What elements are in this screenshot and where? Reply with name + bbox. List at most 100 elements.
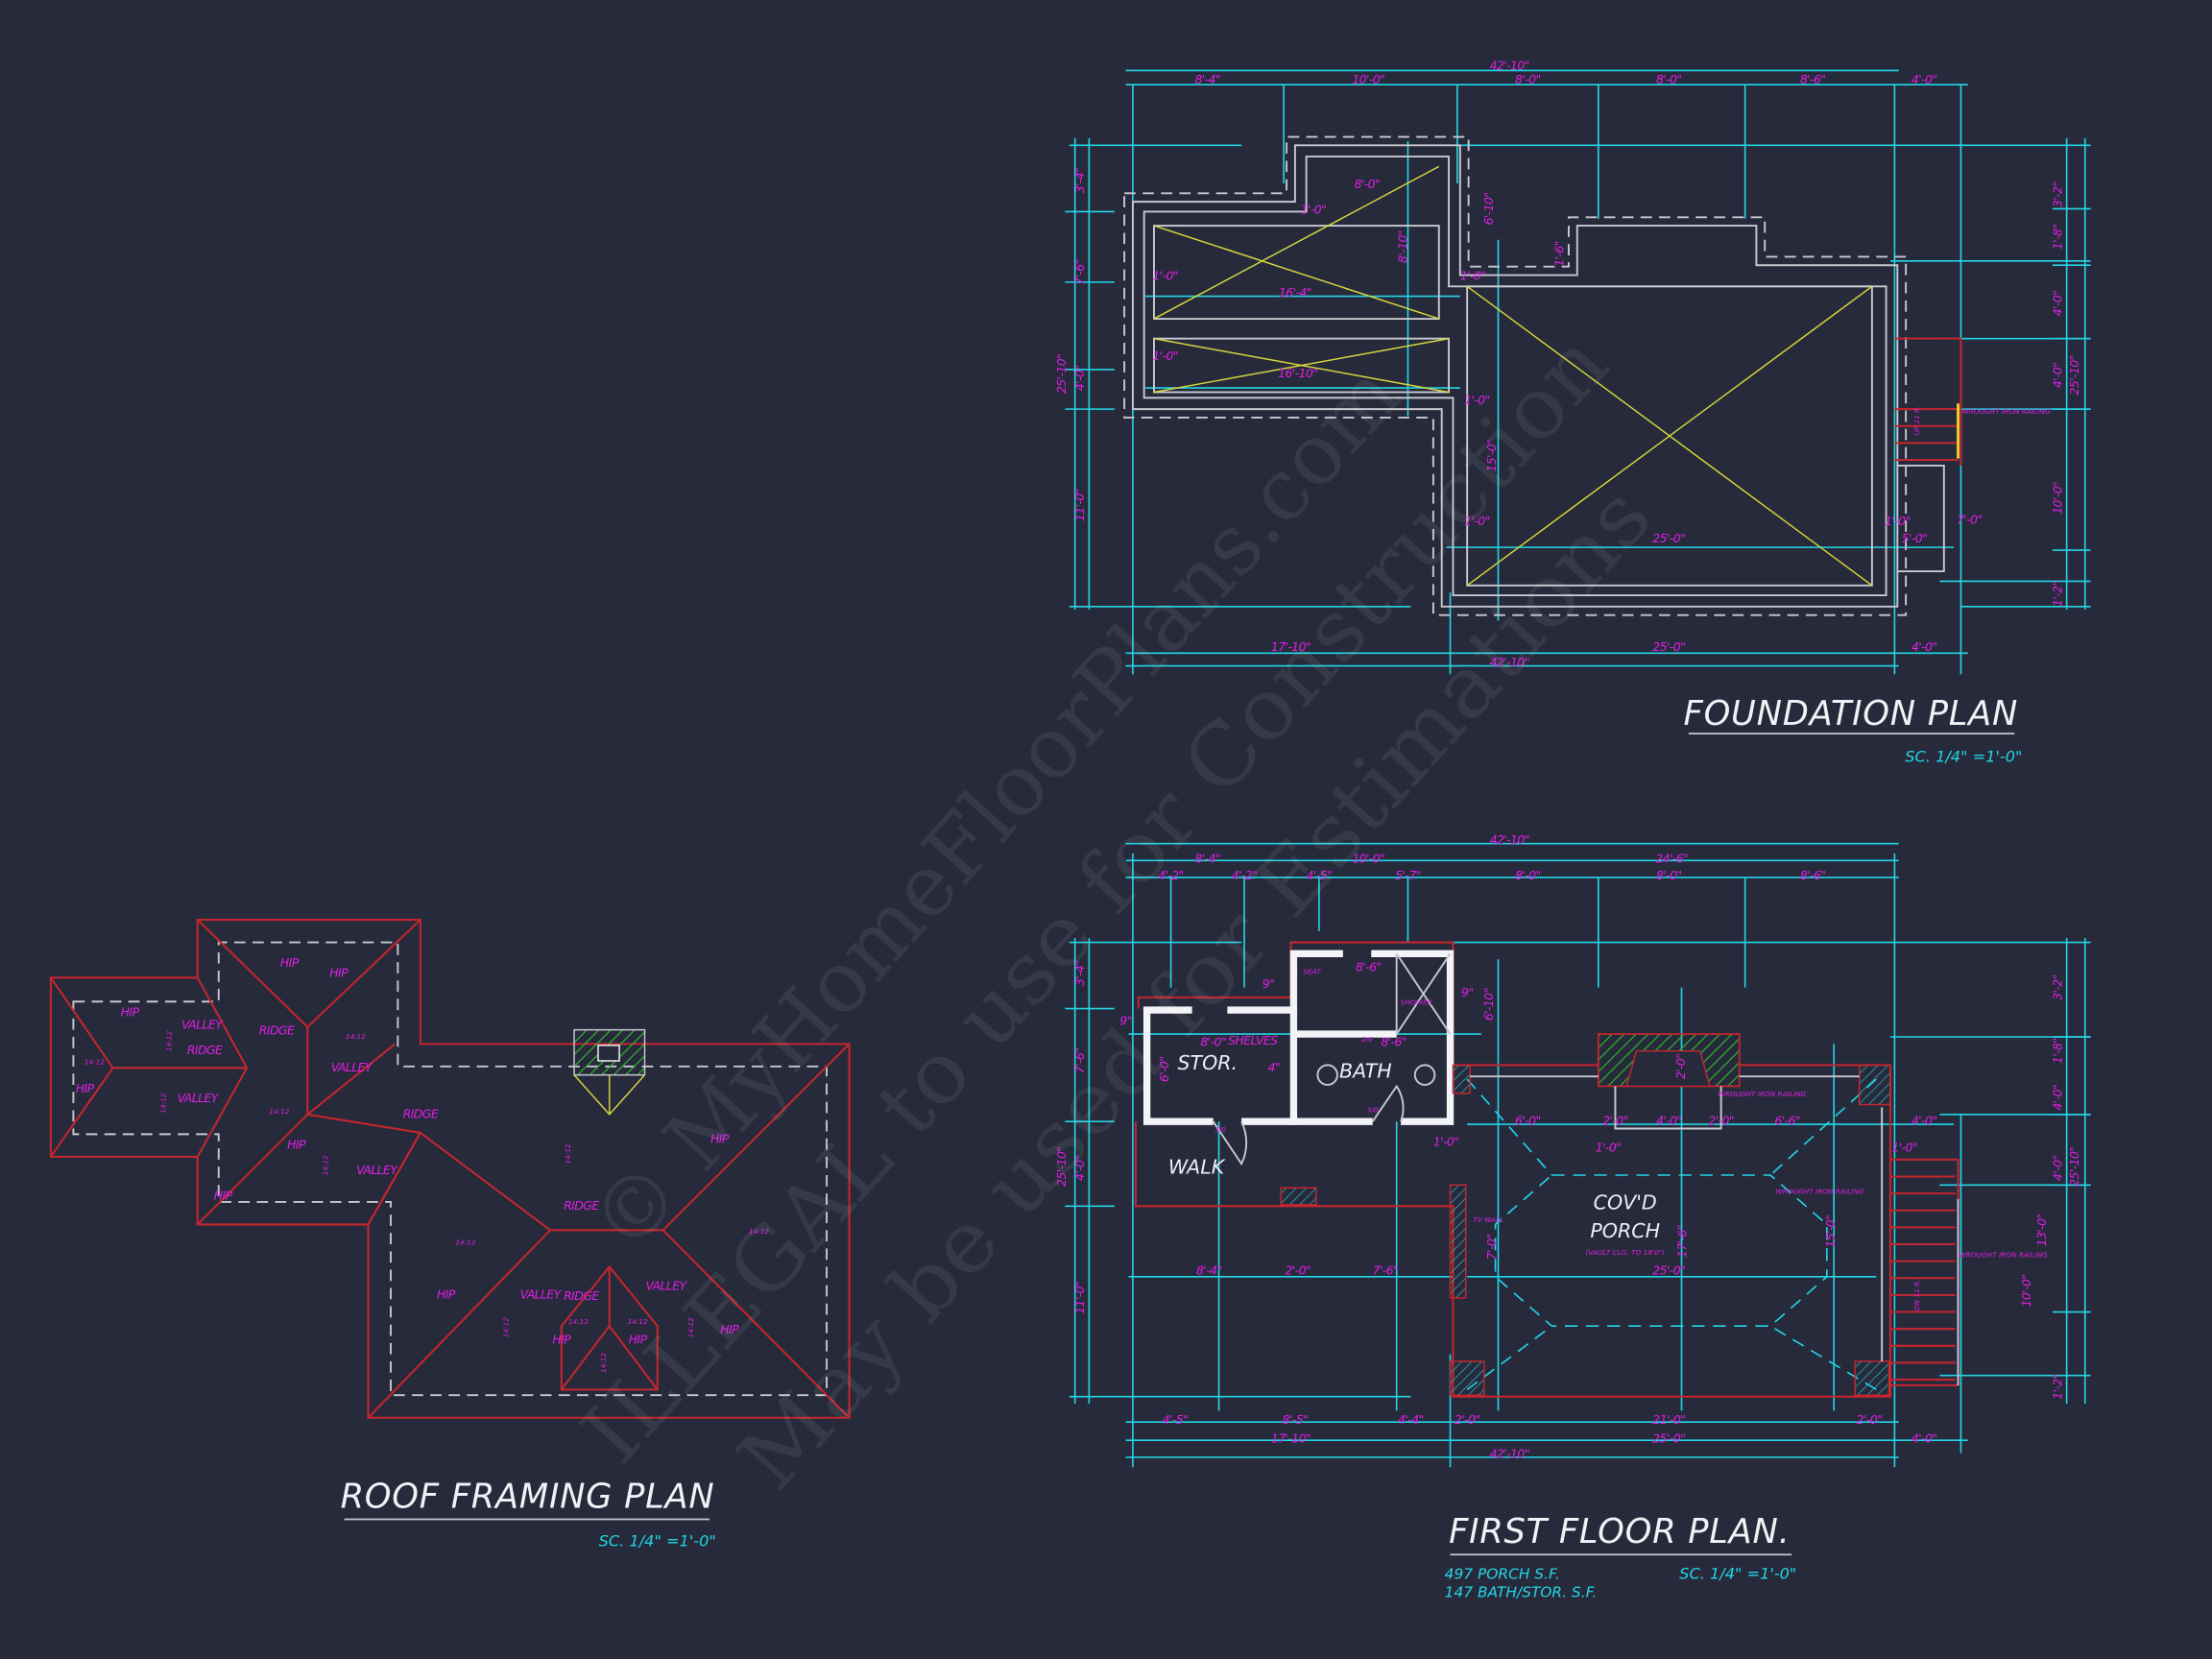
roof-pitch-label: 14:12 bbox=[321, 1155, 329, 1175]
roof-hip-label: HIP bbox=[287, 1138, 306, 1152]
foundation-dimension: 8'-4" bbox=[1194, 72, 1220, 86]
first-floor-dimension: 8'-0" bbox=[1656, 868, 1682, 882]
first-floor-dimension: 4'-5" bbox=[1307, 868, 1333, 882]
roof-hip-label: HIP bbox=[710, 1132, 730, 1146]
porch-area-note: 497 PORCH S.F. bbox=[1445, 1565, 1560, 1582]
roof-hip-label: HIP bbox=[329, 965, 349, 979]
first-floor-note: 3/0 bbox=[1214, 1125, 1226, 1134]
first-floor-dimension: 24'-6" bbox=[1655, 851, 1688, 865]
first-floor-dimension: 8'-6" bbox=[1356, 960, 1382, 974]
roof-ridge-label: RIDGE bbox=[564, 1198, 599, 1213]
first-floor-note: 2/6 bbox=[1361, 1035, 1373, 1044]
foundation-dimension: 42'-10" bbox=[1490, 59, 1529, 73]
first-floor-dimension: 6'-0" bbox=[1157, 1056, 1171, 1082]
foundation-dimension: 11'-0" bbox=[1072, 489, 1087, 521]
first-floor-plan-scale: SC. 1/4" =1'-0" bbox=[1679, 1564, 1796, 1582]
bath-storage-area-note: 147 BATH/STOR. S.F. bbox=[1445, 1583, 1598, 1600]
roof-hip-label: HIP bbox=[437, 1286, 456, 1301]
first-floor-dimension: 4'-0" bbox=[1072, 1155, 1087, 1181]
foundation-dimension: 8'-6" bbox=[1800, 72, 1826, 86]
roof-hip-label: HIP bbox=[214, 1189, 233, 1203]
foundation-dimension: 25'-10" bbox=[2067, 355, 2081, 395]
hatched-columns bbox=[1280, 1064, 1891, 1396]
first-floor-dimension: 42'-10" bbox=[1490, 1446, 1529, 1460]
first-floor-note: DN 11 R. bbox=[1912, 1280, 1921, 1311]
first-floor-dimension: 6'-6" bbox=[1774, 1114, 1800, 1128]
foundation-dimension: 1'-0" bbox=[1301, 202, 1327, 216]
roof-pitch-label: 14:12 bbox=[564, 1143, 572, 1164]
first-floor-dimension: 4'-0" bbox=[1911, 1114, 1937, 1128]
foundation-dimension: 4'-0" bbox=[1072, 365, 1087, 391]
roof-hip-label: HIP bbox=[280, 955, 300, 970]
roof-valley-label: VALLEY bbox=[646, 1279, 688, 1293]
foundation-dimension: 4'-0" bbox=[2050, 363, 2064, 389]
first-floor-dimension: 6'-10" bbox=[1481, 988, 1496, 1021]
roof-framing-plan-title: ROOF FRAMING PLAN bbox=[341, 1477, 715, 1516]
foundation-dimension: 1'-2" bbox=[2050, 581, 2064, 607]
first-floor-dimension: 10'-0" bbox=[2019, 1275, 2033, 1308]
first-floor-dimension: 10'-0" bbox=[1352, 851, 1384, 865]
stair-up-note: UP 11 R. bbox=[1912, 405, 1921, 435]
first-floor-dimension: 2'-0" bbox=[1455, 1412, 1480, 1427]
first-floor-plan bbox=[1065, 842, 2091, 1556]
first-floor-dimension: 4'-0" bbox=[1911, 1431, 1937, 1445]
roof-hip-label: HIP bbox=[121, 1005, 140, 1020]
roof-ridge-label: RIDGE bbox=[187, 1043, 223, 1057]
foundation-stair bbox=[1894, 337, 1962, 573]
roof-pitch-label: 14:12 bbox=[628, 1317, 648, 1326]
first-floor-dimension: 8'-0" bbox=[1200, 1034, 1226, 1048]
roof-hip-label: HIP bbox=[552, 1332, 571, 1346]
roof-pitch-label: 14:12 bbox=[346, 1032, 366, 1041]
roof-ridge-label: RIDGE bbox=[564, 1288, 599, 1303]
foundation-dimension: 8'-0" bbox=[1355, 177, 1381, 191]
foundation-dimension: 1'-0" bbox=[1885, 514, 1911, 528]
porch-vault-ceiling-outline bbox=[1494, 1174, 1828, 1328]
foundation-dimension: 8'-0" bbox=[1656, 72, 1682, 86]
foundation-plan-scale: SC. 1/4" =1'-0" bbox=[1905, 748, 2022, 766]
first-floor-note: TV WALL bbox=[1473, 1215, 1503, 1224]
fireplace bbox=[1597, 1033, 1741, 1130]
bath-room-walls bbox=[1212, 950, 1455, 1166]
roof-valley-label: VALLEY bbox=[178, 1091, 220, 1105]
roof-ridge-label: RIDGE bbox=[259, 1023, 295, 1038]
foundation-inner-wall bbox=[1142, 156, 1887, 597]
room-label-storage: STOR. bbox=[1177, 1051, 1238, 1074]
foundation-dimension: 4'-0" bbox=[1911, 72, 1937, 86]
room-label-covered: COV'D bbox=[1594, 1190, 1657, 1214]
foundation-dimension: 10'-0" bbox=[1352, 72, 1384, 86]
first-floor-dimension: 17'-10" bbox=[1271, 1431, 1310, 1445]
first-floor-dimension: 5'-7" bbox=[1395, 868, 1421, 882]
first-floor-dimension: 8'-4" bbox=[1194, 851, 1220, 865]
first-floor-dimension: 4'-5" bbox=[1163, 1412, 1189, 1427]
roof-valley-label: VALLEY bbox=[520, 1286, 563, 1301]
slab-left-upper bbox=[1153, 165, 1440, 321]
roof-pitch-label: 14:12 bbox=[599, 1353, 608, 1373]
foundation-dimension: 17'-10" bbox=[1271, 639, 1310, 654]
first-floor-dimension: 4" bbox=[1268, 1060, 1281, 1074]
foundation-dimension: 25'-0" bbox=[1652, 531, 1685, 545]
foundation-dimension: 6'-10" bbox=[1481, 193, 1496, 226]
foundation-dimension: 3'-2" bbox=[2050, 181, 2064, 207]
drawing-labels: 42'-10" 8'-4" 10'-0" 8'-0" 8'-0" 8'-6" 4'-0" 3'… bbox=[76, 59, 2081, 1601]
foundation-dimension: 10'-0" bbox=[2050, 482, 2064, 515]
first-floor-dimension: 8'-6" bbox=[1800, 868, 1826, 882]
roof-valley-label: VALLEY bbox=[356, 1163, 398, 1177]
first-floor-dimension: 25'-10" bbox=[2067, 1147, 2081, 1187]
first-floor-dimension-lines bbox=[1065, 842, 2091, 1468]
roof-hips-valleys-ridges bbox=[50, 919, 851, 1419]
slab-left-lower bbox=[1153, 337, 1451, 394]
railing-note: WROUGHT IRON RAILING bbox=[1961, 407, 2050, 416]
first-floor-dimension: 42'-10" bbox=[1490, 832, 1529, 847]
foundation-dimension: 1'-0" bbox=[1464, 514, 1490, 528]
first-floor-dimension: 25'-0" bbox=[1652, 1431, 1685, 1445]
first-floor-dimension: 25'-10" bbox=[1054, 1147, 1069, 1187]
roof-pitch-label: 14:12 bbox=[84, 1057, 105, 1066]
first-floor-dimension: 2'-0" bbox=[1286, 1262, 1311, 1277]
foundation-dimension: 4'-0" bbox=[1911, 639, 1937, 654]
first-floor-note: 3/0 bbox=[1367, 1105, 1379, 1114]
roof-hip-label: HIP bbox=[720, 1322, 739, 1336]
first-floor-dimension: 7'-0" bbox=[1484, 1235, 1499, 1261]
first-floor-dimension: 1'-2" bbox=[2050, 1374, 2064, 1400]
foundation-dimension: 3'-4" bbox=[1072, 168, 1087, 194]
